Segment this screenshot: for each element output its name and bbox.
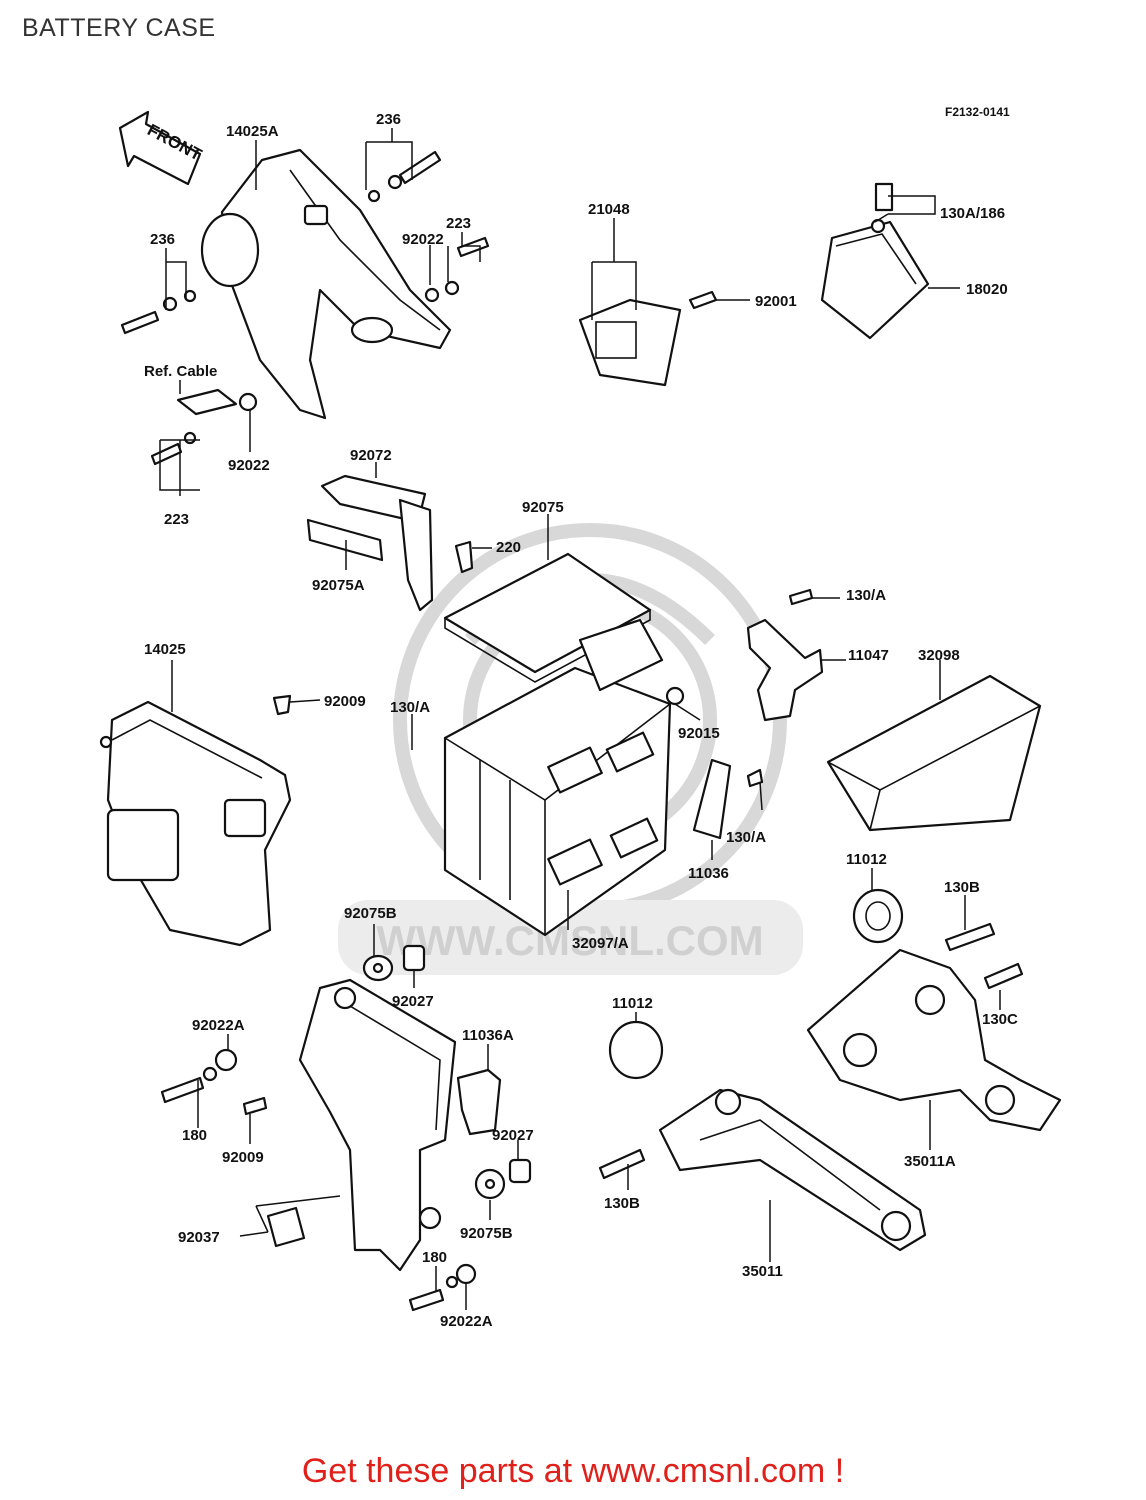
label-92022-upper: 92022: [402, 231, 444, 248]
bolts-lower-left: [160, 1048, 477, 1312]
label-92022-lower: 92022: [228, 457, 270, 474]
label-92075B-lower: 92075B: [460, 1225, 513, 1242]
label-11012-upper: 11012: [846, 851, 887, 868]
label-92072: 92072: [350, 447, 392, 464]
label-92022A-lower: 92022A: [440, 1313, 493, 1330]
grommet-92075B-lower: [474, 1158, 532, 1200]
label-220: 220: [496, 539, 521, 556]
label-180-lower: 180: [422, 1249, 447, 1266]
screw-92009-upper: [272, 694, 292, 716]
tray-32098: [826, 674, 1042, 832]
label-92027-lower: 92027: [492, 1127, 534, 1144]
label-11036A: 11036A: [462, 1027, 514, 1044]
nut-92015: [665, 686, 685, 706]
label-18020: 18020: [966, 281, 1008, 298]
leader-lines: [159, 128, 1001, 1310]
label-180-left: 180: [182, 1127, 207, 1144]
label-11047: 11047: [848, 647, 889, 664]
label-130B-upper: 130B: [944, 879, 980, 896]
call-to-action-link[interactable]: Get these parts at www.cmsnl.com !: [301, 1452, 845, 1490]
bracket-92072: [306, 474, 434, 612]
label-130A-186: 130A/186: [940, 205, 1005, 222]
battery-cap-18020: [820, 182, 930, 340]
footrest-plate-35011: [598, 1088, 927, 1252]
label-92075B-upper: 92075B: [344, 905, 397, 922]
label-92001: 92001: [755, 293, 797, 310]
label-92075: 92075: [522, 499, 564, 516]
label-223-upper: 223: [446, 215, 471, 232]
label-92015: 92015: [678, 725, 720, 742]
label-130A-lower: 130/A: [726, 829, 766, 846]
bolts-top-left: [120, 150, 490, 466]
grommet-11012-upper: [852, 888, 904, 944]
side-cover-upper: [200, 148, 452, 420]
label-92075A: 92075A: [312, 577, 365, 594]
label-32097A: 32097/A: [572, 935, 629, 952]
label-14025: 14025: [144, 641, 186, 658]
label-236-upper: 236: [376, 111, 401, 128]
label-130B-lower: 130B: [604, 1195, 640, 1212]
clip-92037: [266, 1206, 306, 1248]
label-21048: 21048: [588, 201, 630, 218]
watermark-text: WWW.CMSNL.COM: [376, 917, 763, 964]
front-arrow-icon: FRONT: [118, 110, 205, 186]
label-92022A-left: 92022A: [192, 1017, 245, 1034]
label-92009-lower: 92009: [222, 1149, 264, 1166]
label-236-left: 236: [150, 231, 175, 248]
part-labels: 14025A 236 236 223 92022 Ref. Cable 9202…: [144, 111, 1018, 1330]
label-92027-upper: 92027: [392, 993, 434, 1010]
footrest-bracket-35011A: [806, 922, 1062, 1132]
bracket-21048: [578, 290, 718, 387]
battery-pad-92075: [443, 552, 652, 683]
bracket-11047: [746, 588, 824, 722]
figure-code: F2132-0141: [945, 105, 1010, 119]
battery-case-32097: [443, 618, 672, 937]
label-ref-cable: Ref. Cable: [144, 363, 217, 380]
label-130A-center: 130/A: [390, 699, 430, 716]
label-130A-right: 130/A: [846, 587, 886, 604]
label-11036: 11036: [688, 865, 729, 882]
label-32098: 32098: [918, 647, 960, 664]
label-11012-lower: 11012: [612, 995, 653, 1012]
label-130C: 130C: [982, 1011, 1018, 1028]
label-92009-upper: 92009: [324, 693, 366, 710]
label-14025A: 14025A: [226, 123, 279, 140]
strap-11036: [692, 758, 764, 840]
lower-bracket-assembly: [298, 978, 502, 1272]
label-223-lower: 223: [164, 511, 189, 528]
label-35011A: 35011A: [904, 1153, 956, 1170]
page-title: BATTERY CASE: [22, 14, 216, 42]
grommet-11012-lower: [608, 1020, 664, 1080]
label-92037: 92037: [178, 1229, 220, 1246]
label-35011: 35011: [742, 1263, 783, 1280]
grommet-92075B-upper: [362, 944, 426, 982]
side-cover-lower: [99, 700, 292, 947]
bolt-220: [454, 540, 474, 574]
